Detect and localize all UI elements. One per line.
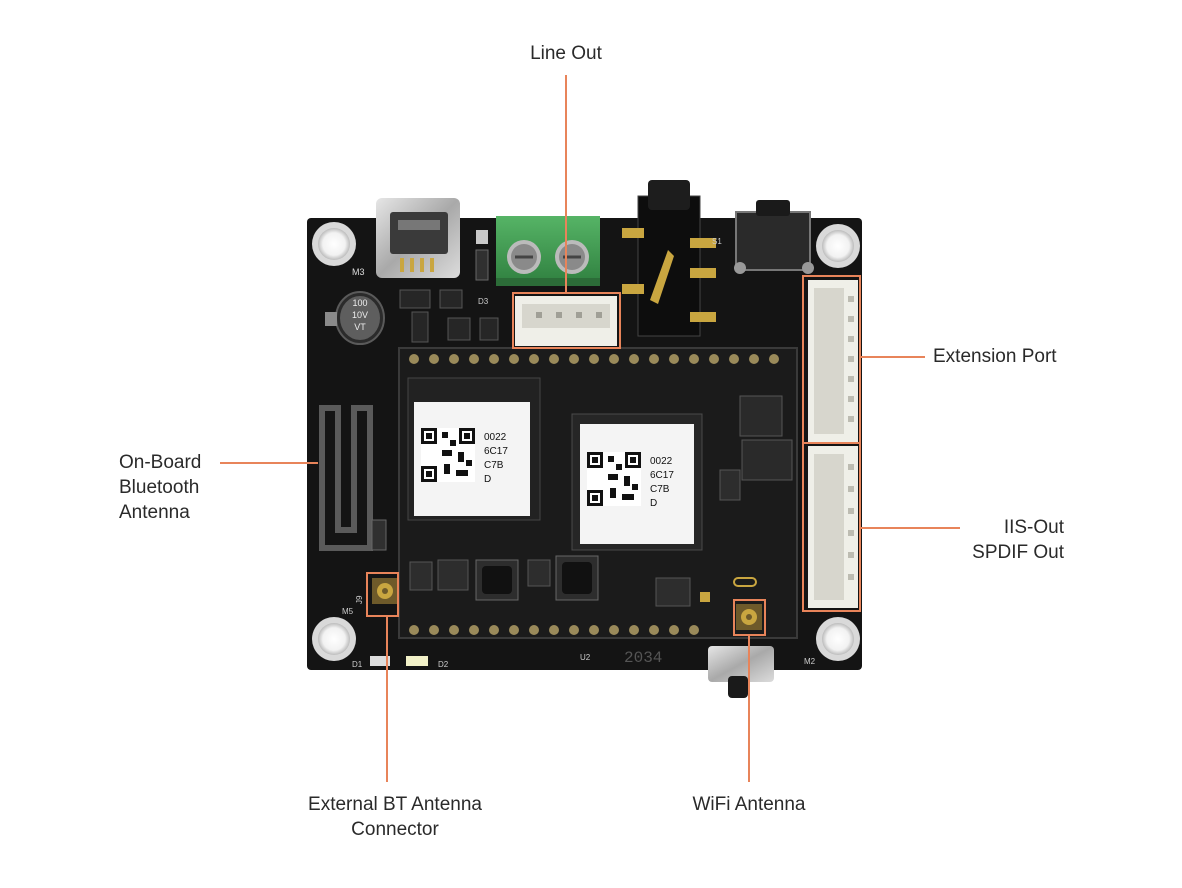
label-external-bt-line2: Connector xyxy=(351,819,439,840)
silk-d3: D3 xyxy=(478,297,489,306)
chip-left-code-1: 0022 xyxy=(484,432,507,443)
silk-d1: D1 xyxy=(352,660,363,669)
highlight-external-bt xyxy=(366,572,399,617)
side-switch xyxy=(708,646,774,698)
label-line-out: Line Out xyxy=(530,43,602,64)
silk-m2: M2 xyxy=(804,657,816,666)
cap-text-1: 100 xyxy=(352,298,367,308)
led-d2 xyxy=(406,656,428,666)
chip-left-code-4: D xyxy=(484,474,491,485)
silk-m3: M3 xyxy=(352,267,365,277)
label-onboard-bt-line3: Antenna xyxy=(119,502,190,523)
cap-text-2: 10V xyxy=(352,310,368,320)
mounting-hole-bottom-left xyxy=(312,617,356,661)
label-iis-line2: SPDIF Out xyxy=(972,542,1064,563)
mounting-hole-top-left xyxy=(312,222,356,266)
iis-spdif-connector xyxy=(808,446,858,608)
header-pins-top xyxy=(409,354,779,364)
pcb-board: M3 100 10V VT D3 xyxy=(307,180,862,698)
cap-text-3: VT xyxy=(354,322,366,332)
led-d1 xyxy=(370,656,390,666)
pcb-antenna-trace xyxy=(319,405,373,551)
line-out-jst-connector xyxy=(515,296,617,346)
label-external-bt-line1: External BT Antenna xyxy=(308,794,482,815)
wifi-bt-module: 0022 6C17 C7B D 0022 6C17 C7B D xyxy=(398,347,798,667)
wifi-ufl-connector xyxy=(736,604,762,630)
micro-usb-connector xyxy=(376,198,460,278)
label-iis-line1: IIS-Out xyxy=(1003,517,1064,538)
chip-right-code-1: 0022 xyxy=(650,456,673,467)
qr-code-right xyxy=(587,452,641,506)
label-external-bt: External BT Antenna Connector xyxy=(285,792,505,842)
silk-s1: S1 xyxy=(712,237,722,246)
external-bt-ufl-connector xyxy=(372,578,398,604)
silk-m5: M5 xyxy=(342,607,354,616)
tactile-switch xyxy=(734,200,814,274)
label-onboard-bt-line2: Bluetooth xyxy=(119,477,200,498)
label-wifi-antenna: WiFi Antenna xyxy=(692,794,806,815)
chip-right-code-3: C7B xyxy=(650,484,670,495)
label-extension-port: Extension Port xyxy=(933,346,1057,367)
label-onboard-bt-antenna: On-Board Bluetooth Antenna xyxy=(119,450,201,525)
mounting-hole-bottom-right xyxy=(816,617,860,661)
audio-jack xyxy=(622,180,716,337)
chip-right-code-4: D xyxy=(650,498,657,509)
extension-port-connector xyxy=(808,280,858,442)
silk-j9: J9 xyxy=(355,595,364,604)
chip-right-code-2: 6C17 xyxy=(650,470,674,481)
module-mark: 2034 xyxy=(624,649,662,667)
label-iis-spdif: IIS-Out SPDIF Out xyxy=(900,515,1064,565)
silk-u2: U2 xyxy=(580,653,591,662)
chip-left-code-2: 6C17 xyxy=(484,446,508,457)
mounting-hole-top-right xyxy=(816,224,860,268)
label-onboard-bt-line1: On-Board xyxy=(119,452,202,473)
qr-code-left xyxy=(421,428,475,482)
header-pins-bottom xyxy=(409,625,699,635)
chip-left-code-3: C7B xyxy=(484,460,504,471)
electrolytic-capacitor: 100 10V VT xyxy=(335,291,385,345)
silk-d2: D2 xyxy=(438,660,449,669)
